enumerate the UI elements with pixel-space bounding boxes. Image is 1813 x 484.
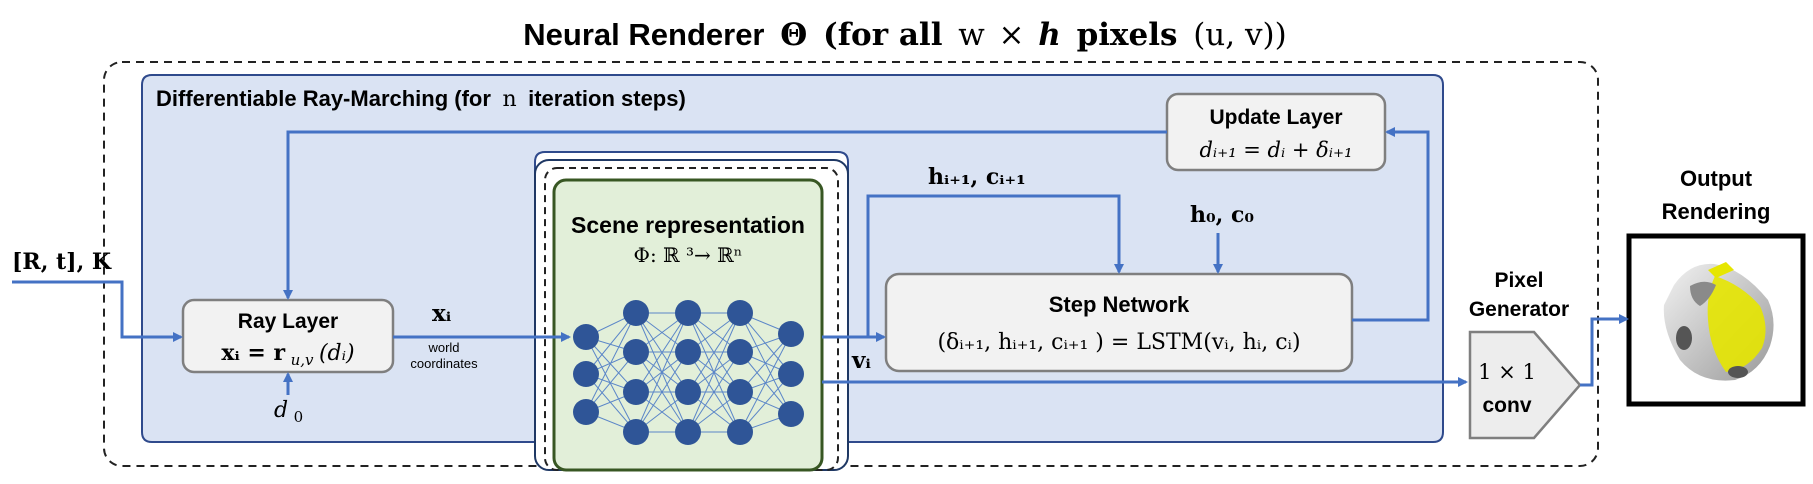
output-line2: Rendering	[1662, 199, 1771, 224]
network-edge	[687, 351, 741, 433]
network-neuron	[675, 300, 701, 326]
network-edge	[585, 312, 637, 375]
step-network-formula: (δᵢ₊₁, hᵢ₊₁, cᵢ₊₁ ) = LSTM(vᵢ, hᵢ, cᵢ)	[937, 330, 1300, 355]
h0-label: h₀, c₀	[1190, 202, 1254, 228]
conv-label-size: 1 × 1	[1478, 360, 1536, 384]
ray-layer-title: Ray Layer	[238, 310, 338, 333]
step-network-box	[884, 272, 1354, 373]
scene-title: Scene representation	[571, 212, 805, 238]
network-neuron	[778, 321, 804, 347]
arrow-hidden-state-loop	[866, 194, 1124, 337]
network-neuron	[573, 399, 599, 425]
conv-label-conv: conv	[1482, 394, 1531, 417]
rendered-car-image	[1663, 262, 1774, 381]
vi-label: vᵢ	[851, 347, 871, 374]
scene-dashed-frame	[544, 167, 839, 471]
network-neuron	[727, 300, 753, 326]
network-edge	[635, 351, 689, 433]
xi-caption-world: world	[427, 340, 459, 355]
network-neuron	[778, 361, 804, 387]
network-edge	[585, 336, 637, 433]
update-layer-formula: dᵢ₊₁ = dᵢ + δᵢ₊₁	[1199, 138, 1352, 162]
scene-formula: Φ: ℝ ³→ ℝⁿ	[634, 243, 743, 267]
network-neuron	[573, 361, 599, 387]
arrow-pixel-generator-to-output	[1580, 314, 1629, 387]
network-neuron	[675, 379, 701, 405]
network-edge	[635, 312, 689, 393]
arrow-input-to-ray-layer	[12, 280, 183, 342]
arrow-step-to-update	[1352, 127, 1430, 322]
pixel-generator-line1: Pixel	[1494, 269, 1543, 292]
arrow-update-to-ray-layer	[283, 130, 1167, 300]
conv-block	[1468, 330, 1582, 440]
ray-layer-formula: xᵢ = r u,v (dᵢ)	[221, 340, 354, 370]
output-line1: Output	[1680, 166, 1753, 191]
ray-marching-label: Differentiable Ray-Marching (for n itera…	[156, 86, 686, 112]
network-edge	[687, 312, 741, 393]
network-neuron	[623, 300, 649, 326]
step-network-title: Step Network	[1049, 292, 1190, 317]
network-neuron	[623, 339, 649, 365]
network-neuron	[727, 419, 753, 445]
network-edge	[585, 351, 637, 413]
network-edge	[635, 312, 689, 433]
network-neuron	[623, 379, 649, 405]
h-next-label: hᵢ₊₁, cᵢ₊₁	[928, 164, 1026, 190]
network-edge	[739, 333, 792, 433]
network-neuron	[727, 339, 753, 365]
network-neuron	[727, 379, 753, 405]
network-nodes	[573, 300, 804, 445]
diagram-title: Neural Renderer Θ (for all w × h pixels …	[523, 17, 1286, 53]
xi-caption-coordinates: coordinates	[410, 356, 478, 371]
network-edge	[687, 312, 741, 433]
d0-label: d 0	[274, 397, 303, 426]
network-neuron	[675, 419, 701, 445]
network-neuron	[675, 339, 701, 365]
connectors	[12, 127, 1629, 395]
xi-label: xᵢ	[432, 300, 452, 327]
network-neuron	[573, 324, 599, 350]
pixel-generator-line2: Generator	[1469, 298, 1569, 321]
network-neuron	[623, 419, 649, 445]
camera-input-label: [R, t], K	[12, 249, 112, 275]
network-edge	[585, 312, 637, 413]
update-layer-title: Update Layer	[1209, 106, 1342, 129]
network-neuron	[778, 401, 804, 427]
neural-renderer-boundary	[103, 61, 1599, 467]
